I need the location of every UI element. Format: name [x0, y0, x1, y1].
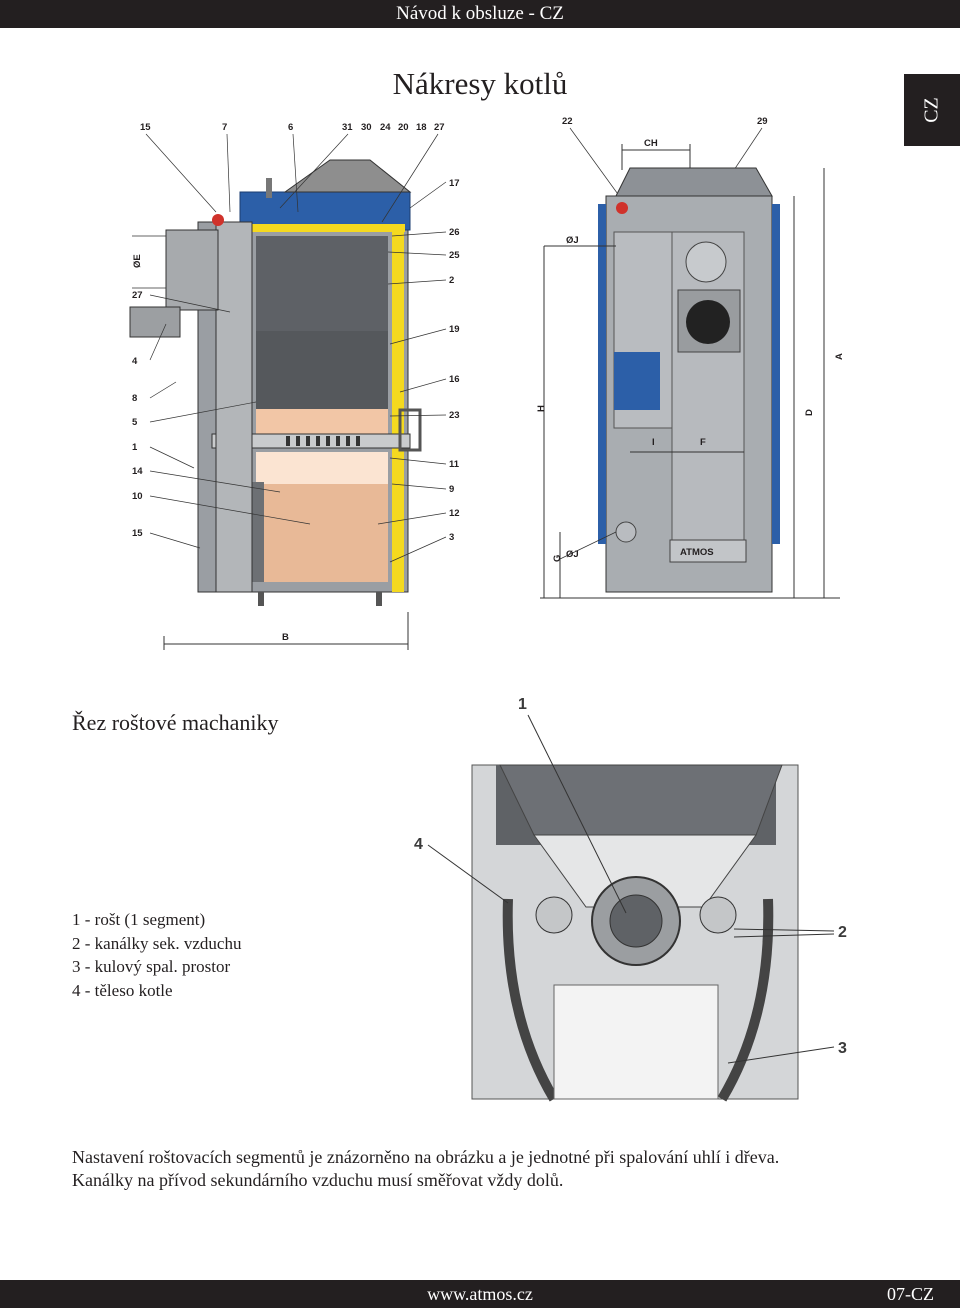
top-callouts: 15 7 6 31 30 24 20 18 27 — [140, 122, 445, 133]
footer-url[interactable]: www.atmos.cz — [427, 1284, 533, 1304]
callout: 22 — [562, 116, 573, 127]
callout: 18 — [416, 122, 427, 133]
callout: 5 — [132, 417, 138, 428]
callout: 24 — [380, 122, 391, 133]
dim-label-a: A — [834, 353, 845, 360]
legend-list: 1 - rošt (1 segment) 2 - kanálky sek. vz… — [72, 908, 241, 1002]
boiler-cross-section-figure: B 15 7 6 31 30 24 20 18 27 17 26 25 2 19 — [120, 112, 460, 652]
callout: 19 — [449, 324, 460, 335]
callout-1: 1 — [518, 696, 527, 713]
callout: 29 — [757, 116, 768, 127]
legend-item: 2 - kanálky sek. vzduchu — [72, 933, 242, 953]
callout-2: 2 — [838, 924, 847, 941]
callout: 26 — [449, 227, 460, 238]
callout: 30 — [361, 122, 372, 133]
callout: 23 — [449, 410, 460, 421]
page-number: 07-CZ — [887, 1284, 934, 1304]
callout-4: 4 — [414, 836, 423, 853]
callout: 4 — [132, 356, 138, 367]
callout: 14 — [132, 466, 143, 477]
dim-label-g: G — [552, 555, 563, 562]
callout: 16 — [449, 374, 460, 385]
callout-3: 3 — [838, 1040, 847, 1057]
callout: 11 — [449, 459, 460, 470]
callout: 17 — [449, 178, 460, 189]
dim-label-d: D — [804, 409, 815, 416]
grate-mechanism-figure: 1 4 2 3 — [404, 685, 874, 1103]
callout: 1 — [132, 442, 138, 453]
callout: ØE — [132, 254, 143, 268]
callout: 10 — [132, 491, 143, 502]
header-bar: Návod k obsluze - CZ — [0, 0, 960, 28]
legend-item: 1 - rošt (1 segment) — [72, 910, 206, 929]
dim-label-h: H — [536, 405, 547, 412]
callout: 27 — [132, 290, 143, 301]
page-title: Nákresy kotlů — [392, 66, 568, 101]
callout: 8 — [132, 393, 137, 404]
section-subtitle: Řez roštové machaniky — [72, 710, 279, 735]
callout: 20 — [398, 122, 409, 133]
body-paragraph: Nastavení roštovacích segmentů je znázor… — [72, 1146, 932, 1192]
callout: 12 — [449, 508, 460, 519]
dim-label-i: I — [652, 437, 655, 448]
language-tab: CZ — [904, 74, 960, 146]
dim-label-j-bottom: ØJ — [566, 549, 579, 560]
callout: 2 — [449, 275, 454, 286]
callout: 25 — [449, 250, 460, 261]
callout: 7 — [222, 122, 227, 133]
callout: 9 — [449, 484, 454, 495]
right-callouts: 17 26 25 2 19 16 23 11 9 12 3 — [449, 178, 460, 543]
language-tab-label: CZ — [920, 97, 943, 123]
footer-bar: www.atmos.cz 07-CZ — [0, 1280, 960, 1308]
callout: 15 — [132, 528, 143, 539]
legend-item: 4 - těleso kotle — [72, 980, 173, 1000]
callout: 27 — [434, 122, 445, 133]
callout: 6 — [288, 122, 293, 133]
header-text: Návod k obsluze - CZ — [396, 3, 564, 24]
dim-label-f: F — [700, 437, 706, 448]
dim-label-ch: CH — [644, 138, 658, 149]
brand-label: ATMOS — [680, 547, 714, 558]
left-callouts: ØE 27 4 8 5 1 14 10 15 — [132, 254, 143, 539]
callout: 3 — [449, 532, 454, 543]
dim-label-j-top: ØJ — [566, 235, 579, 246]
callout: 15 — [140, 122, 151, 133]
paragraph-line: Nastavení roštovacích segmentů je znázor… — [72, 1147, 780, 1167]
dim-label-b: B — [282, 632, 289, 643]
callout: 31 — [342, 122, 353, 133]
boiler-front-view-figure: 22 29 CH ATMOS ØJ H I F D A — [530, 112, 850, 607]
paragraph-line: Kanálky na přívod sekundárního vzduchu m… — [72, 1170, 564, 1190]
legend-item: 3 - kulový spal. prostor — [72, 957, 231, 976]
